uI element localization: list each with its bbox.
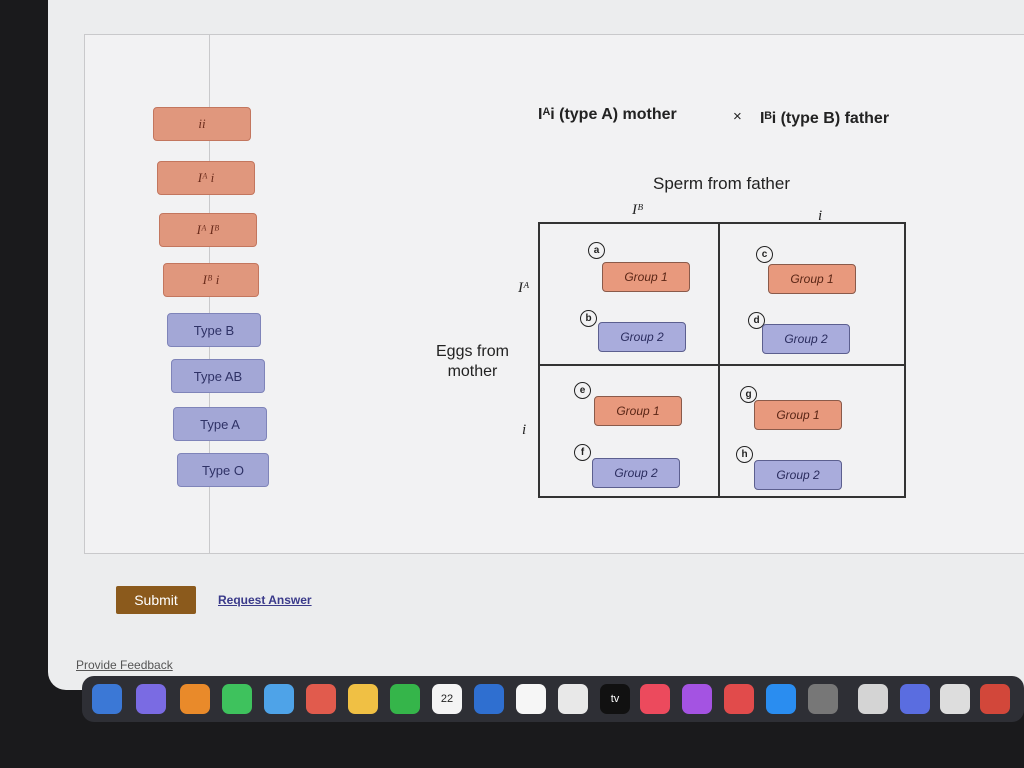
- grid-divider-vertical: [718, 224, 720, 496]
- cross-mother: Iᴬi (type A) mother: [538, 106, 677, 123]
- finder-icon[interactable]: [92, 684, 122, 714]
- eggs-label: Eggs from mother: [436, 342, 509, 382]
- photos-icon[interactable]: [348, 684, 378, 714]
- label-type-b[interactable]: Type B: [167, 313, 261, 347]
- egg-allele-IA: Iᴬ: [518, 280, 530, 296]
- label-type-o[interactable]: Type O: [177, 453, 269, 487]
- preview-icon[interactable]: [858, 684, 888, 714]
- news-icon[interactable]: [724, 684, 754, 714]
- target-e-group1[interactable]: Group 1: [594, 396, 682, 426]
- system-settings-icon[interactable]: [808, 684, 838, 714]
- reminders-icon[interactable]: [516, 684, 546, 714]
- grid-divider-horizontal: [540, 364, 904, 366]
- marker-a: a: [588, 242, 605, 259]
- target-c-group1[interactable]: Group 1: [768, 264, 856, 294]
- label-type-a[interactable]: Type A: [173, 407, 267, 441]
- mail-icon[interactable]: [264, 684, 294, 714]
- marker-b: b: [580, 310, 597, 327]
- label-type-ab[interactable]: Type AB: [171, 359, 265, 393]
- punnett-square: a Group 1 b Group 2 c Group 1 d Group 2 …: [538, 222, 906, 498]
- calendar-icon[interactable]: 22: [432, 684, 462, 714]
- messages-icon[interactable]: [222, 684, 252, 714]
- label-IAIB[interactable]: Iᴬ Iᴮ: [159, 213, 257, 247]
- contacts-icon[interactable]: [474, 684, 504, 714]
- dock: 22 tv: [82, 676, 1024, 722]
- facetime-icon[interactable]: [390, 684, 420, 714]
- marker-e: e: [574, 382, 591, 399]
- target-g-group1[interactable]: Group 1: [754, 400, 842, 430]
- podcasts-icon[interactable]: [682, 684, 712, 714]
- label-IAi[interactable]: Iᴬ i: [157, 161, 255, 195]
- target-h-group2[interactable]: Group 2: [754, 460, 842, 490]
- provide-feedback-link[interactable]: Provide Feedback: [76, 658, 173, 672]
- sperm-label: Sperm from father: [653, 174, 790, 193]
- notes-icon[interactable]: [558, 684, 588, 714]
- browser-screen: ii Iᴬ i Iᴬ Iᴮ Iᴮ i Type B Type AB Type A…: [48, 0, 1024, 690]
- target-b-group2[interactable]: Group 2: [598, 322, 686, 352]
- label-IBi[interactable]: Iᴮ i: [163, 263, 259, 297]
- submit-button[interactable]: Submit: [116, 586, 196, 614]
- marker-c: c: [756, 246, 773, 263]
- marker-f: f: [574, 444, 591, 461]
- question-panel: ii Iᴬ i Iᴬ Iᴮ Iᴮ i Type B Type AB Type A…: [84, 34, 1024, 554]
- powerpoint-icon[interactable]: [980, 684, 1010, 714]
- sperm-allele-i: i: [818, 208, 823, 224]
- label-ii[interactable]: ii: [153, 107, 251, 141]
- maps-icon[interactable]: [306, 684, 336, 714]
- marker-d: d: [748, 312, 765, 329]
- apple-tv-icon[interactable]: tv: [600, 684, 630, 714]
- marker-h: h: [736, 446, 753, 463]
- creative-cloud-icon[interactable]: [900, 684, 930, 714]
- target-d-group2[interactable]: Group 2: [762, 324, 850, 354]
- safari-icon[interactable]: [180, 684, 210, 714]
- request-answer-link[interactable]: Request Answer: [218, 593, 312, 607]
- egg-allele-i: i: [522, 422, 527, 438]
- music-icon[interactable]: [640, 684, 670, 714]
- cross-father: Iᴮi (type B) father: [760, 110, 890, 127]
- cross-times: ×: [733, 108, 742, 125]
- launchpad-icon[interactable]: [136, 684, 166, 714]
- script-editor-icon[interactable]: [940, 684, 970, 714]
- app-store-icon[interactable]: [766, 684, 796, 714]
- eggs-label-line1: Eggs from: [436, 343, 509, 360]
- marker-g: g: [740, 386, 757, 403]
- sperm-allele-IB: Iᴮ: [632, 202, 644, 218]
- target-a-group1[interactable]: Group 1: [602, 262, 690, 292]
- target-f-group2[interactable]: Group 2: [592, 458, 680, 488]
- eggs-label-line2: mother: [447, 363, 498, 380]
- label-bank: ii Iᴬ i Iᴬ Iᴮ Iᴮ i Type B Type AB Type A…: [85, 35, 269, 553]
